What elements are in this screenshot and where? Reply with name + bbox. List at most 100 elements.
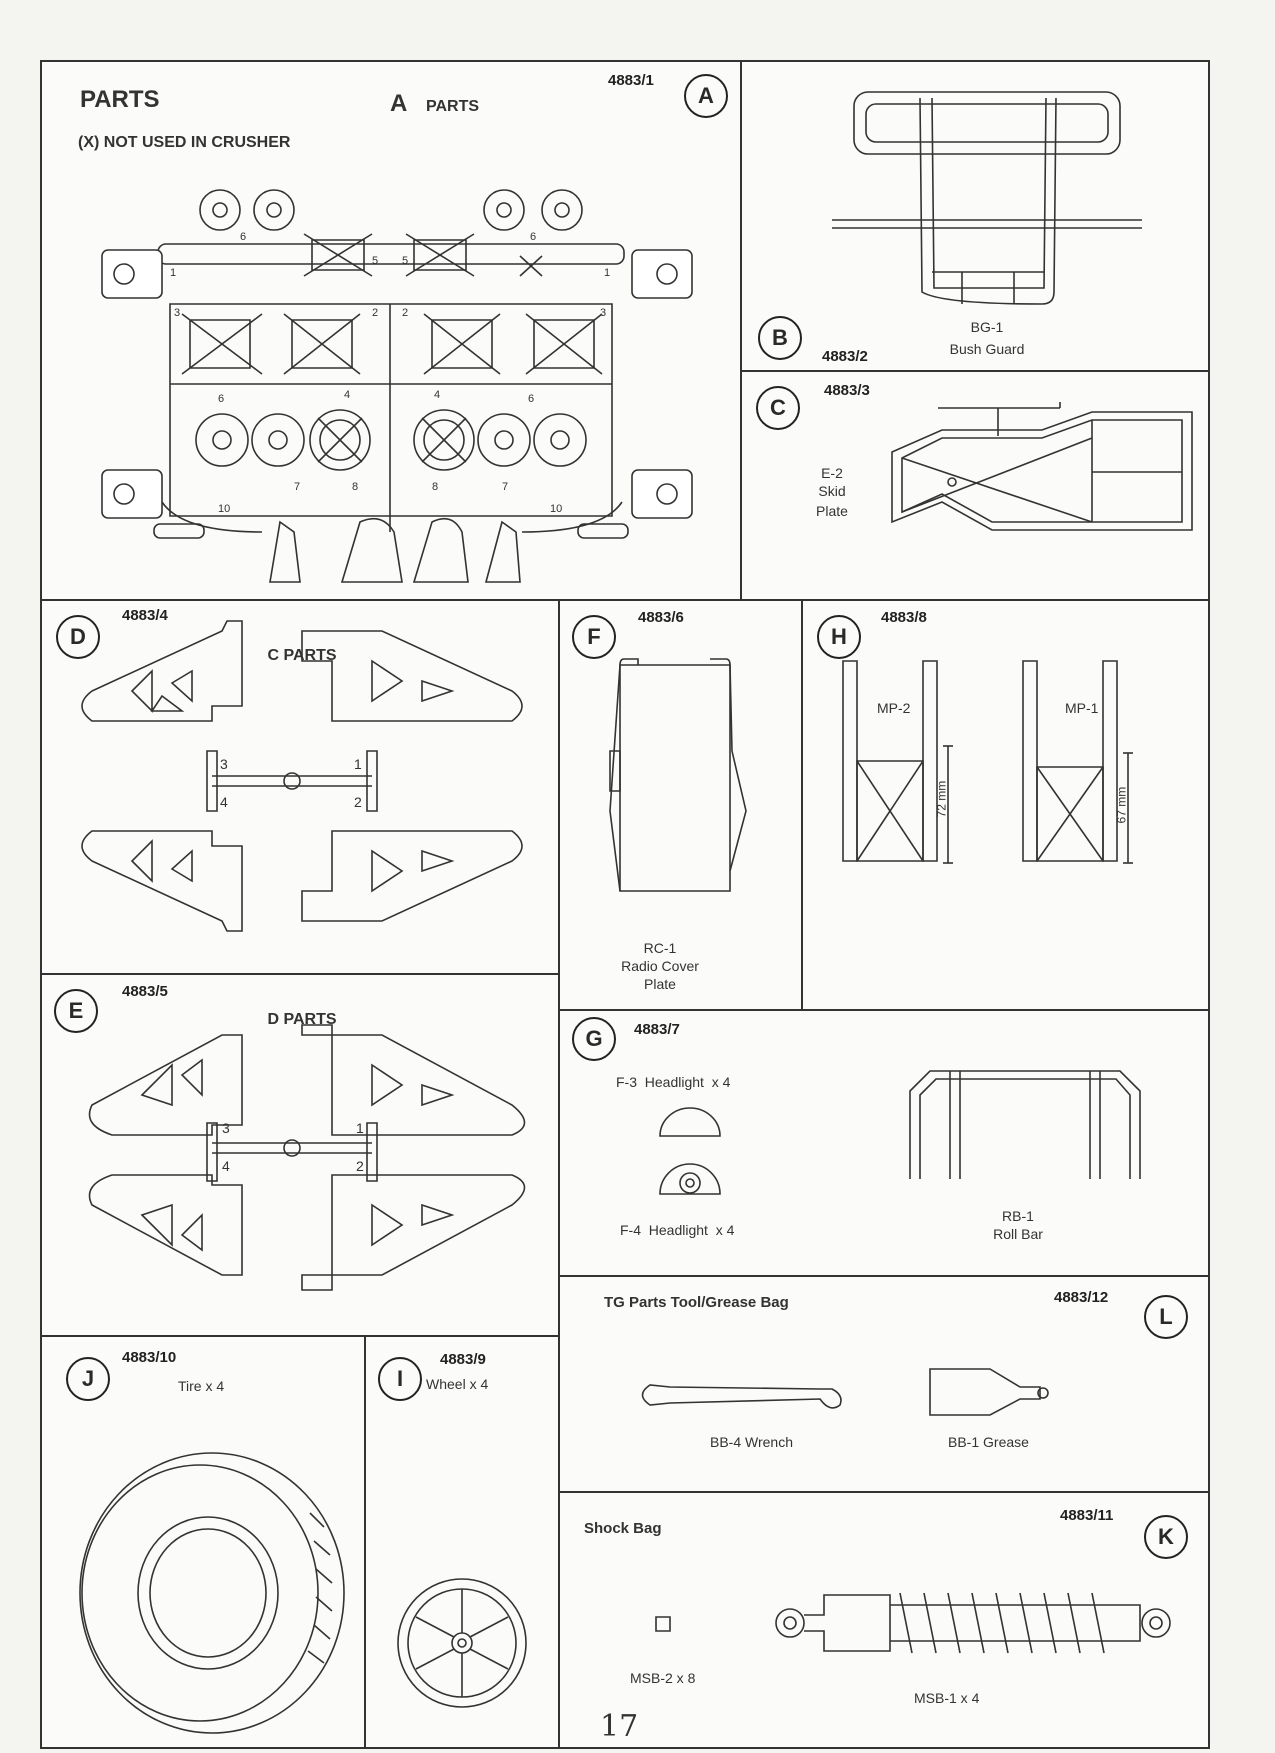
panel-a-note: (X) NOT USED IN CRUSHER — [78, 134, 291, 151]
wrench-label: BB-4 Wrench — [710, 1434, 793, 1450]
c-parts-drawing — [42, 601, 562, 977]
c-part-number: 1 — [354, 756, 362, 772]
sprue-number: 7 — [294, 481, 301, 493]
panel-a-subtitle-letter: A — [390, 90, 408, 117]
d-part-number: 3 — [222, 1120, 230, 1136]
sprue-number: 6 — [528, 393, 535, 405]
panel-g-letter: G — [572, 1017, 616, 1061]
tire-drawing — [42, 1337, 368, 1751]
panel-l-code: 4883/12 — [1054, 1289, 1109, 1306]
panel-f-part-name-2: Plate — [644, 976, 676, 992]
sprue-number: 1 — [604, 267, 611, 279]
sprue-number: 6 — [530, 231, 537, 243]
panel-k: Shock Bag 4883/11 K MSB-2 x 8 MSB-1 x 4 … — [558, 1491, 1210, 1749]
sprue-number: 5 — [372, 255, 379, 267]
c-part-number: 2 — [354, 794, 362, 810]
panel-j-letter: J — [66, 1357, 110, 1401]
panel-i: I 4883/9 Wheel x 4 — [364, 1335, 560, 1749]
sprue-number: 10 — [218, 503, 231, 515]
sprue-number: 7 — [502, 481, 509, 493]
panel-b-letter: B — [758, 316, 802, 360]
sprue-number: 5 — [402, 255, 409, 267]
sprue-number: 6 — [240, 231, 247, 243]
headlights-roll-bar-drawing — [560, 1011, 1212, 1279]
sprue-tree-a — [42, 62, 744, 603]
bush-guard-drawing — [742, 62, 1212, 374]
panel-f: F 4883/6 RC-1 Radio Cover Plate — [558, 599, 803, 1011]
sprue-number: 6 — [218, 393, 225, 405]
panel-h: H 4883/8 MP-2 MP-1 72 mm 67 mm — [801, 599, 1210, 1011]
roll-bar-id: RB-1 — [1002, 1208, 1034, 1224]
shock-bag-drawing — [560, 1493, 1212, 1751]
radio-cover-drawing — [560, 601, 805, 1013]
panel-b: B 4883/2 BG-1 Bush Guard — [740, 60, 1210, 372]
panel-h-letter: H — [817, 615, 861, 659]
panel-l-letter: L — [1144, 1295, 1188, 1339]
panel-i-letter: I — [378, 1357, 422, 1401]
sprue-number: 3 — [174, 307, 181, 319]
f3-headlight-label: F-3 Headlight x 4 — [616, 1074, 731, 1090]
panel-c-letter: C — [756, 386, 800, 430]
d-parts-drawing — [42, 975, 562, 1339]
panel-h-code: 4883/8 — [881, 609, 927, 626]
panel-c-code: 4883/3 — [824, 382, 870, 399]
wheel-label: Wheel x 4 — [426, 1376, 489, 1392]
panel-c-part-name-2: Plate — [816, 503, 848, 519]
tire-label: Tire x 4 — [178, 1378, 225, 1394]
panel-k-letter: K — [1144, 1515, 1188, 1559]
skid-plate-drawing — [742, 372, 1212, 603]
panel-f-letter: F — [572, 615, 616, 659]
panel-e-letter: E — [54, 989, 98, 1033]
panel-i-code: 4883/9 — [440, 1351, 486, 1368]
sprue-number: 1 — [170, 267, 177, 279]
panel-a-letter: A — [684, 74, 728, 118]
page-number: 17 — [600, 1709, 639, 1744]
mp1-dimension: 67 mm — [1114, 786, 1129, 824]
panel-j: J 4883/10 Tire x 4 — [40, 1335, 366, 1749]
c-part-number: 3 — [220, 756, 228, 772]
sprue-number: 8 — [432, 481, 439, 493]
panel-d-code: 4883/4 — [122, 607, 168, 624]
sprue-number: 8 — [352, 481, 359, 493]
panel-g: G 4883/7 F-3 Headlight x 4 F-4 Headlight… — [558, 1009, 1210, 1277]
sprue-number: 3 — [600, 307, 607, 319]
c-part-number: 4 — [220, 794, 228, 810]
msb1-label: MSB-1 x 4 — [914, 1690, 980, 1706]
panel-e-code: 4883/5 — [122, 983, 168, 1000]
panel-b-code: 4883/2 — [822, 348, 868, 365]
mp2-dimension: 72 mm — [934, 780, 949, 818]
panel-e-title: D PARTS — [267, 1011, 337, 1028]
panel-a-subtitle: PARTS — [426, 98, 480, 115]
mp1-label: MP-1 — [1065, 700, 1099, 716]
wheel-drawing — [366, 1337, 562, 1751]
panel-f-code: 4883/6 — [638, 609, 684, 626]
sprue-number: 4 — [434, 389, 441, 401]
panel-k-title: Shock Bag — [584, 1520, 662, 1537]
panel-l-title: TG Parts Tool/Grease Bag — [604, 1294, 789, 1311]
panel-c-part-id: E-2 — [821, 465, 843, 481]
panel-a: PARTS A PARTS (X) NOT USED IN CRUSHER 48… — [40, 60, 742, 601]
panel-f-part-name-1: Radio Cover — [621, 958, 699, 974]
roll-bar-name: Roll Bar — [993, 1226, 1043, 1242]
mp2-label: MP-2 — [877, 700, 911, 716]
panel-l: TG Parts Tool/Grease Bag 4883/12 L BB-4 … — [558, 1275, 1210, 1493]
grease-label: BB-1 Grease — [948, 1434, 1029, 1450]
panel-a-code: 4883/1 — [608, 72, 654, 89]
sprue-number: 10 — [550, 503, 563, 515]
sprue-number: 4 — [344, 389, 351, 401]
sprue-number: 2 — [402, 307, 409, 319]
panel-d-letter: D — [56, 615, 100, 659]
panel-e: E 4883/5 D PARTS 3 1 4 2 — [40, 973, 560, 1337]
panel-b-part-id: BG-1 — [970, 319, 1004, 335]
d-part-number: 2 — [356, 1158, 364, 1174]
sprue-number: 2 — [372, 307, 379, 319]
d-part-number: 4 — [222, 1158, 230, 1174]
panel-j-code: 4883/10 — [122, 1349, 177, 1366]
mounting-plates-drawing — [803, 601, 1212, 1013]
wrench-grease-drawing — [560, 1277, 1212, 1495]
panel-b-part-name: Bush Guard — [949, 341, 1025, 357]
panel-f-part-id: RC-1 — [643, 940, 677, 956]
d-part-number: 1 — [356, 1120, 364, 1136]
msb2-label: MSB-2 x 8 — [630, 1670, 696, 1686]
